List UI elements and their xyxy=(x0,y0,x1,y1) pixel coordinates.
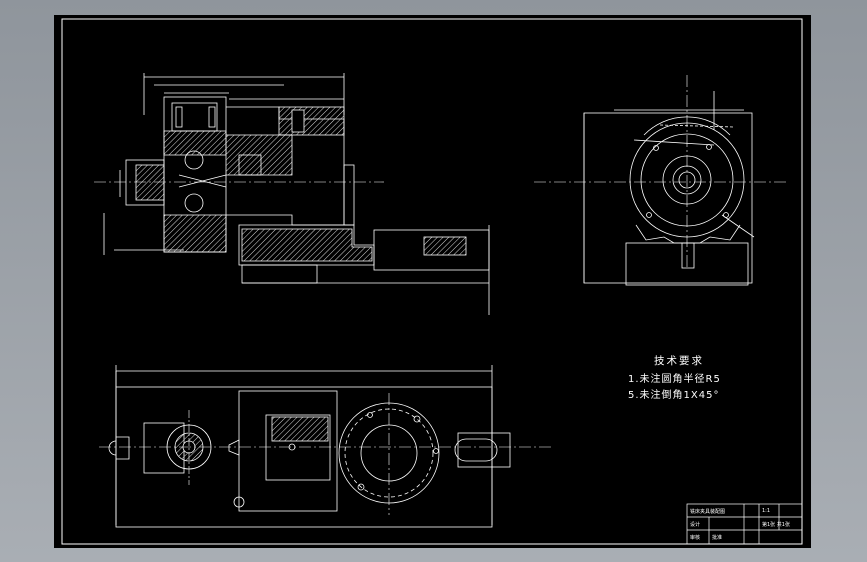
tech-requirement-1: 1.未注圆角半径R5 xyxy=(628,374,721,385)
top-view xyxy=(108,365,511,528)
title-block-checker: 审核 xyxy=(690,535,701,541)
drawing-border xyxy=(61,18,803,545)
drawing-canvas[interactable] xyxy=(54,15,811,548)
tech-requirement-2: 5.未注倒角1X45° xyxy=(628,390,720,401)
title-block xyxy=(686,503,803,545)
tech-requirements-title: 技术要求 xyxy=(654,355,704,367)
title-block-sheet: 第1张 共1张 xyxy=(762,522,790,528)
title-block-scale: 1:1 xyxy=(762,508,771,514)
title-block-name: 铣床夹具装配图 xyxy=(690,509,726,515)
title-block-approve: 批准 xyxy=(712,535,723,541)
side-view xyxy=(583,91,755,286)
title-block-designer: 设计 xyxy=(690,522,701,528)
drawing-sheet[interactable]: 技术要求 1.未注圆角半径R5 5.未注倒角1X45° 铣床夹具装配图 设计 审… xyxy=(54,15,811,548)
front-view xyxy=(103,73,490,315)
